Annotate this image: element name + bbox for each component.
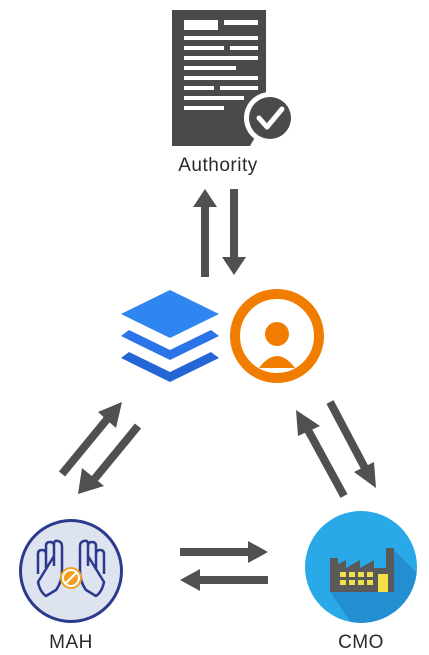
mah-cmo-arrows <box>180 541 268 591</box>
authority-node <box>168 6 298 152</box>
document-check-icon <box>172 10 296 146</box>
up-right-arrow-icon <box>58 415 112 477</box>
factory-icon <box>305 511 417 623</box>
stacked-layers-icon <box>121 290 219 382</box>
platform-mah-arrows <box>58 402 142 494</box>
cmo-label: CMO <box>338 632 384 653</box>
cmo-node <box>302 508 420 626</box>
authority-label: Authority <box>178 155 258 176</box>
hands-pill-icon <box>19 519 123 623</box>
authority-platform-arrows <box>193 189 246 277</box>
platform-node <box>115 282 330 392</box>
platform-cmo-arrows <box>296 400 376 498</box>
orange-circle-keyhole-icon <box>230 289 324 383</box>
up-left-arrow-icon <box>304 428 348 498</box>
mah-label: MAH <box>49 632 93 653</box>
down-left-arrow-icon <box>88 423 142 485</box>
down-right-arrow-icon <box>326 400 370 472</box>
mah-node <box>16 516 126 626</box>
